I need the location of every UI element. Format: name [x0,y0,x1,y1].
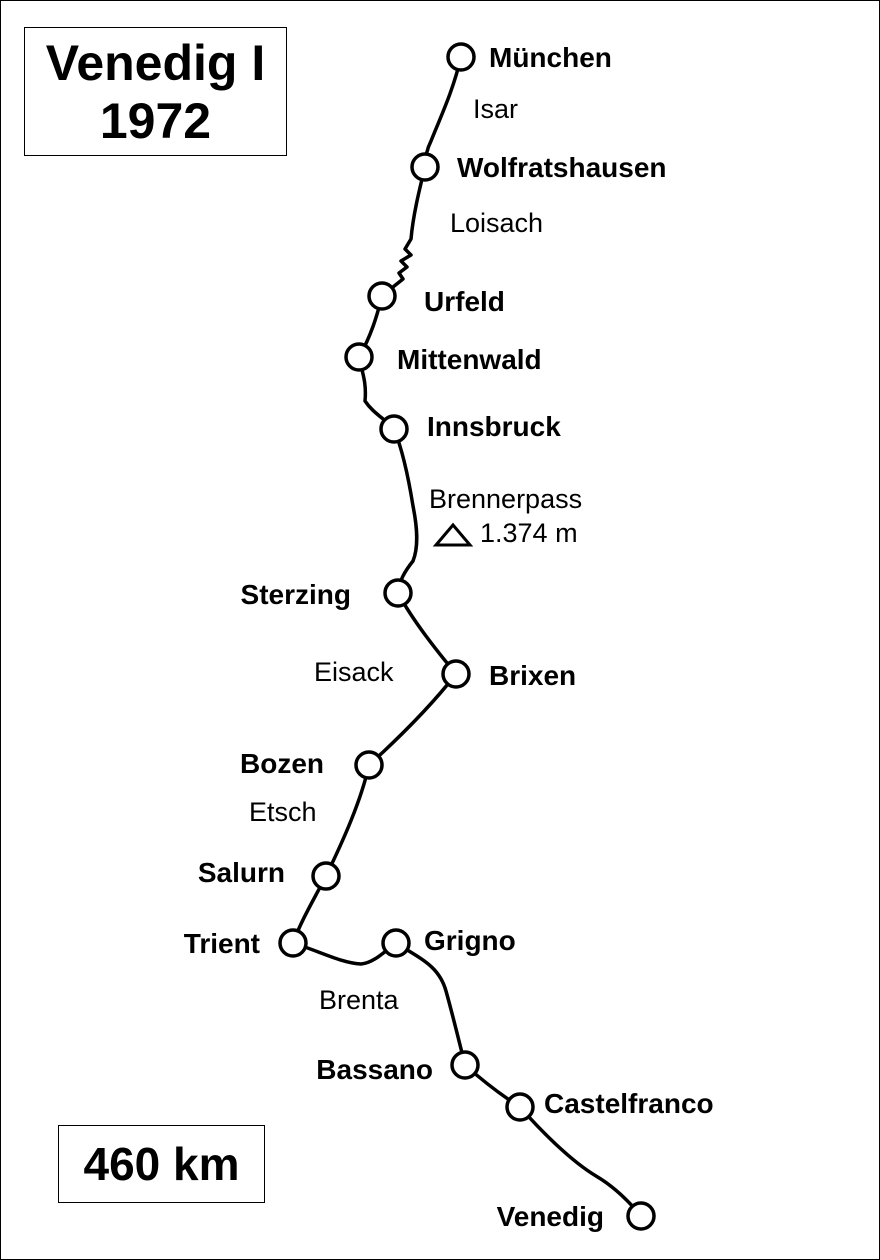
station-label: Castelfranco [544,1088,714,1119]
station-bassano: Bassano [316,1050,480,1085]
title-box: Venedig I 1972 [24,27,287,156]
station-label: München [489,42,612,73]
mountain-icon [432,522,474,547]
station-wolfratshausen: Wolfratshausen [410,152,667,183]
station-label: Bassano [316,1054,433,1085]
station-marker [354,750,384,780]
pass-elevation: 1.374 m [480,518,578,548]
station-marker [446,42,476,72]
station-urfeld: Urfeld [367,281,505,317]
station-salurn: Salurn [198,857,341,891]
station-marker [381,928,411,958]
station-label: Urfeld [424,286,505,317]
station-marker [626,1201,656,1231]
station-label: Wolfratshausen [457,152,667,183]
map-title: Venedig I [45,34,266,91]
station-marker [379,414,409,444]
station-marker [505,1092,535,1122]
station-innsbruck: Innsbruck [379,411,561,444]
station-label: Sterzing [241,579,351,610]
station-label: Salurn [198,857,285,888]
station-marker [278,928,308,958]
station-bozen: Bozen [240,748,384,780]
station-label: Brixen [489,660,576,691]
river-label-isar: Isar [473,94,518,124]
station-castelfranco: Castelfranco [505,1088,714,1122]
river-label-eisack: Eisack [314,657,394,687]
station-sterzing: Sterzing [241,578,413,610]
station-marker [344,342,374,372]
station-marker [441,659,471,689]
station-label: Innsbruck [427,411,561,442]
station-label: Bozen [240,748,324,779]
station-muenchen: München [446,42,612,73]
station-label: Trient [184,928,260,959]
river-label-brenta: Brenta [319,985,400,1015]
station-label: Venedig [497,1201,604,1232]
distance-box: 460 km [58,1125,265,1203]
station-label: Grigno [424,925,516,956]
station-marker [450,1050,480,1080]
station-venedig: Venedig [497,1201,656,1232]
station-label: Mittenwald [397,344,542,375]
station-marker [367,281,397,311]
station-grigno: Grigno [381,925,516,958]
station-marker [383,578,413,608]
station-brixen: Brixen [441,659,576,691]
river-label-loisach: Loisach [450,208,543,238]
river-label-etsch: Etsch [249,797,317,827]
station-trient: Trient [184,928,308,959]
pass-name: Brennerpass [429,484,582,514]
station-mittenwald: Mittenwald [344,342,542,375]
station-marker [311,861,341,891]
station-marker [410,152,440,182]
map-year: 1972 [99,92,212,149]
